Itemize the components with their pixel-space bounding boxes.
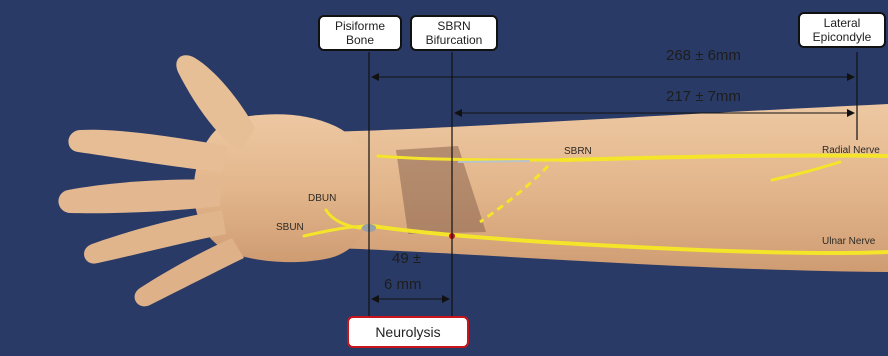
neurolysis-label: Neurolysis	[355, 323, 461, 341]
radial-nerve-label: Radial Nerve	[822, 145, 880, 156]
measurement-49-unit: 6 mm	[384, 276, 422, 293]
sbun-label: SBUN	[276, 222, 304, 233]
dbun-label: DBUN	[308, 193, 336, 204]
sbrn-gray-segment	[458, 161, 530, 162]
sbrn-callout-line2: Bifurcation	[416, 33, 492, 47]
sbrn-bifurcation-callout: SBRN Bifurcation	[410, 15, 498, 51]
ulnar-nerve-label: Ulnar Nerve	[822, 236, 875, 247]
pisiform-line2: Bone	[324, 33, 396, 47]
lateral-line2: Epicondyle	[804, 30, 880, 44]
neurolysis-callout: Neurolysis	[347, 316, 469, 348]
pisiform-bone-callout: Pisiforme Bone	[318, 15, 402, 51]
measurement-268: 268 ± 6mm	[666, 47, 741, 64]
sbrn-label: SBRN	[564, 146, 592, 157]
measurement-217: 217 ± 7mm	[666, 88, 741, 105]
lateral-epicondyle-callout: Lateral Epicondyle	[798, 12, 886, 48]
measurement-49-value: 49 ±	[392, 250, 421, 267]
sbrn-callout-line1: SBRN	[416, 19, 492, 33]
lateral-line1: Lateral	[804, 16, 880, 30]
pisiform-line1: Pisiforme	[324, 19, 396, 33]
